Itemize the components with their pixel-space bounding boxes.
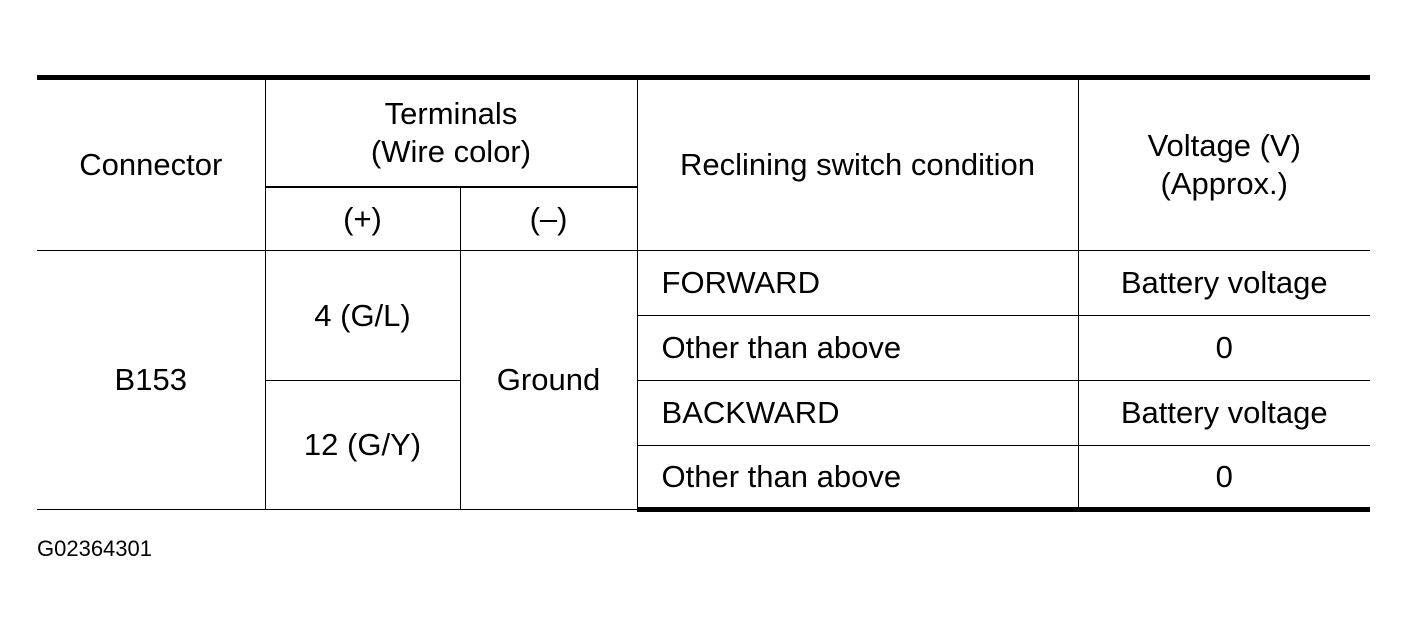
cell-plus-terminal-1: 4 (G/L) [264, 250, 461, 381]
cell-minus-terminal: Ground [459, 250, 638, 510]
cell-condition-4: Other than above [636, 445, 1079, 512]
header-connector-label: Connector [79, 147, 223, 183]
header-plus-label: (+) [343, 200, 382, 236]
header-row-1: Connector Terminals (Wire color) Reclini… [37, 75, 1371, 251]
minus-terminal-value: Ground [496, 362, 601, 398]
cell-condition-3: BACKWARD [636, 380, 1079, 446]
specification-table: Connector Terminals (Wire color) Reclini… [37, 75, 1371, 512]
condition-4: Other than above [661, 458, 902, 494]
header-connector: Connector [37, 75, 266, 251]
table-row: Other than above 0 [37, 315, 1371, 381]
figure-code: G02364301 [37, 536, 152, 561]
header-voltage-line1: Voltage (V) [1147, 128, 1301, 164]
header-condition-label: Reclining switch condition [680, 147, 1035, 183]
voltage-3: Battery voltage [1120, 395, 1328, 431]
cell-voltage-3: Battery voltage [1077, 380, 1371, 446]
cell-voltage-1: Battery voltage [1077, 250, 1371, 316]
header-plus: (+) [264, 186, 461, 251]
table-row: Other than above 0 [37, 445, 1371, 512]
header-voltage: Voltage (V) (Approx.) [1077, 75, 1371, 251]
plus-terminal-1: 4 (G/L) [314, 297, 411, 333]
voltage-1: Battery voltage [1120, 265, 1328, 301]
cell-condition-2: Other than above [636, 315, 1079, 381]
table-row: B153 4 (G/L) Ground FORWARD Battery volt… [37, 250, 1371, 510]
header-voltage-line2: (Approx.) [1160, 166, 1288, 201]
header-minus-label: (–) [529, 200, 568, 236]
header-terminals-line2: (Wire color) [370, 133, 532, 169]
cell-condition-1: FORWARD [636, 250, 1079, 316]
header-condition: Reclining switch condition [636, 75, 1079, 251]
table-row: 12 (G/Y) BACKWARD Battery voltage [37, 380, 1371, 510]
plus-terminal-2: 12 (G/Y) [303, 427, 422, 463]
cell-voltage-4: 0 [1077, 445, 1371, 512]
header-row-2: (+) (–) [37, 186, 1370, 251]
header-terminals-line1: Terminals [384, 95, 518, 131]
condition-1: FORWARD [661, 265, 820, 301]
voltage-2: 0 [1215, 330, 1233, 366]
condition-3: BACKWARD [661, 395, 840, 431]
condition-2: Other than above [661, 330, 902, 366]
connector-value: B153 [114, 362, 187, 398]
header-minus: (–) [459, 186, 638, 251]
cell-plus-terminal-2: 12 (G/Y) [264, 380, 461, 510]
cell-voltage-2: 0 [1077, 315, 1371, 381]
cell-connector: B153 [37, 250, 266, 510]
header-terminals: Terminals (Wire color) [264, 75, 638, 188]
voltage-4: 0 [1215, 458, 1233, 494]
